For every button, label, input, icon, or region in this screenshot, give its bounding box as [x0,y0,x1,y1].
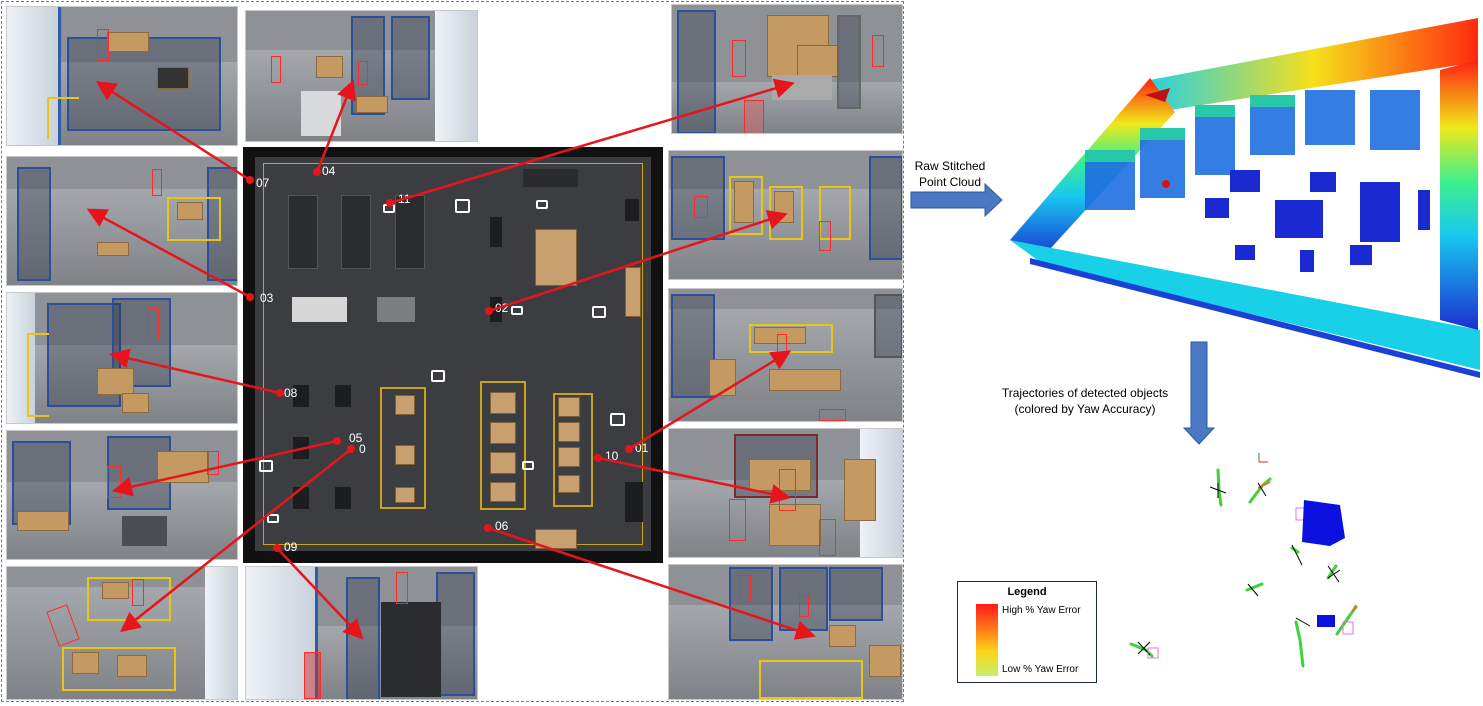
legend-title: Legend [958,586,1096,598]
legend-colorbar [976,604,998,676]
legend-high-label: High % Yaw Error [1002,605,1081,616]
forklift-mesh [1302,500,1345,546]
legend-low-label: Low % Yaw Error [1002,664,1078,675]
robot-mesh [1317,615,1335,627]
yaw-error-legend: Legend High % Yaw Error Low % Yaw Error [957,581,1097,683]
origin-axes [1259,453,1268,462]
